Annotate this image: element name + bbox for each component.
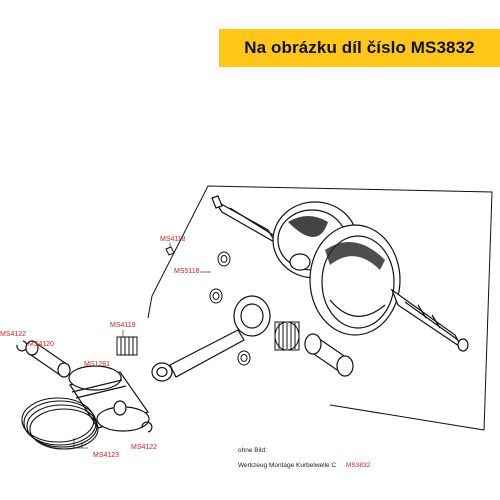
connecting-rod [151,295,271,382]
piston [68,365,150,432]
label-ms4120: MS4120 [28,341,54,348]
piston-pin [25,340,71,378]
needle-bearing-big-end [274,321,300,351]
label-ms4123: MS4123 [93,452,119,459]
label-ms1281: MS1281 [84,361,110,368]
circlip-right [141,421,153,433]
circlip-left [16,340,28,352]
note-item-text: Werkzeug Montage Kurbelwelle C [238,462,337,469]
label-ms5118: MS5118 [174,268,200,275]
assembly-frame [147,185,493,431]
label-ms4122-left: MS4122 [0,331,26,338]
thrust-washers [209,251,251,366]
label-ms4119: MS4119 [110,322,136,329]
title-text: Na obrázku díl číslo MS3832 [244,38,475,57]
piston-rings [21,397,99,450]
note-item: Werkzeug Montage Kurbelwelle C MS3832 [238,462,370,469]
label-ms4118: MS4118 [160,236,186,243]
label-ms4122-right: MS4122 [131,444,157,451]
title-banner: Na obrázku díl číslo MS3832 [219,29,500,67]
crankshaft [211,195,469,352]
note-item-code: MS3832 [345,462,371,469]
leader-ms4123 [73,438,88,449]
small-end-bearing [116,336,138,356]
note-heading: ohne Bild: [238,447,267,454]
crank-pin [304,333,354,377]
woodruff-key [165,246,175,256]
